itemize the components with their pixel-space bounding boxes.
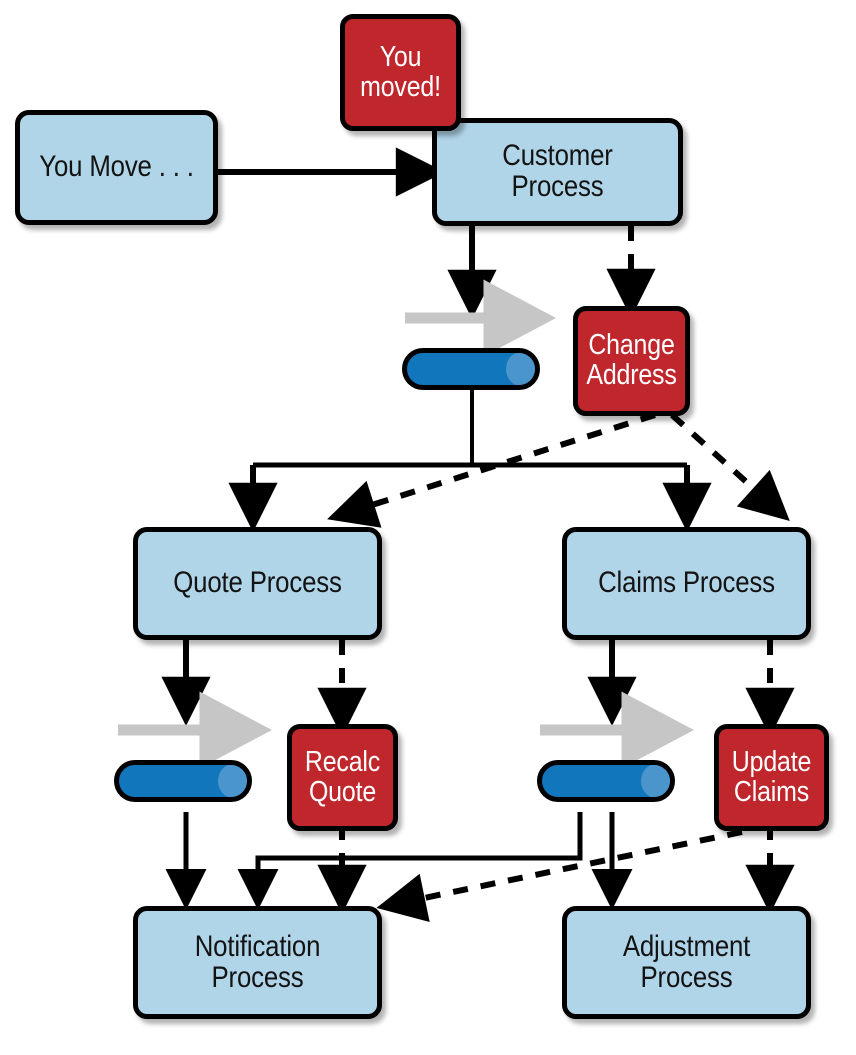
node-change-address[interactable]: Change Address <box>573 306 690 416</box>
datastore-claims[interactable] <box>537 760 675 802</box>
node-adjustment-process-label: Adjustment Process <box>622 929 751 994</box>
node-claims-process-label: Claims Process <box>598 566 775 600</box>
node-change-address-label: Change Address <box>586 329 677 391</box>
node-update-claims-label: Update Claims <box>731 745 812 808</box>
edge-change-address-to-quote <box>327 412 656 528</box>
datastore-customer[interactable] <box>402 348 540 390</box>
datastore-quote[interactable] <box>114 760 252 802</box>
node-adjustment-process[interactable]: Adjustment Process <box>562 906 811 1019</box>
node-claims-process[interactable]: Claims Process <box>562 527 811 640</box>
node-update-claims[interactable]: Update Claims <box>714 724 829 831</box>
node-you-moved[interactable]: You moved! <box>340 14 461 131</box>
cylinder-cap-icon <box>506 353 535 385</box>
cylinder-cap-icon <box>641 765 670 797</box>
cylinder-cap-icon <box>218 765 247 797</box>
node-notification-process-label: Notification Process <box>194 929 321 994</box>
edge-update-to-notification <box>376 829 743 922</box>
node-notification-process[interactable]: Notification Process <box>133 906 382 1019</box>
node-quote-process-label: Quote Process <box>173 566 342 600</box>
node-quote-process[interactable]: Quote Process <box>133 527 382 640</box>
node-you-moved-label: You moved! <box>360 40 441 103</box>
node-you-move-label: You Move . . . <box>39 150 194 184</box>
node-you-move[interactable]: You Move . . . <box>15 110 218 225</box>
node-customer-process-label: Customer Process <box>502 139 613 203</box>
node-customer-process[interactable]: Customer Process <box>432 118 683 226</box>
edge-change-address-to-claims <box>669 412 790 522</box>
node-recalc-quote-label: Recalc Quote <box>304 745 381 808</box>
node-recalc-quote[interactable]: Recalc Quote <box>287 724 398 831</box>
